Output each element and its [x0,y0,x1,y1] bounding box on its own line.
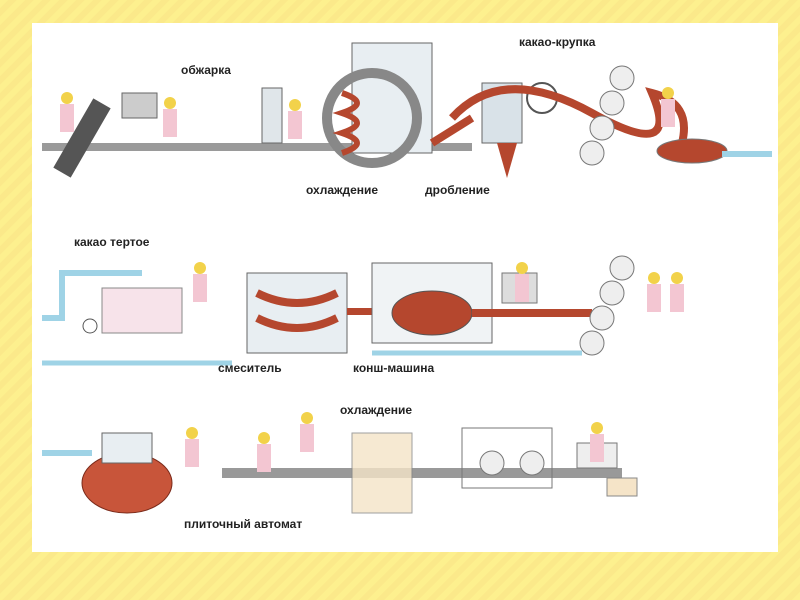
mould-conveyor [222,468,622,478]
diagram-panel: обжарка охлаждение дробление какао-крупк… [32,23,778,552]
liquor-tank-2 [101,287,183,334]
mixer [246,272,348,354]
cooler-drum [351,42,433,154]
cooling-tunnel [351,432,413,514]
label-mixer: смеситель [218,361,282,375]
label-cooling: охлаждение [306,183,379,197]
chocolate-production-illustration [42,42,772,514]
label-cooling-2: охлаждение [340,403,413,417]
liquor-tank [656,138,728,164]
label-roasting: обжарка [181,63,231,77]
label-conche: конш-машина [353,361,435,375]
label-cocoa-liquor: какао тертое [74,235,150,249]
rollers2 [579,255,635,356]
rollers1 [579,65,635,166]
row-conche-line [42,255,635,366]
workers [60,87,684,472]
label-crushing: дробление [425,183,490,197]
row-roasting-line [42,42,772,178]
label-bar-machine: плиточный автомат [184,517,303,531]
conveyor-incline [53,98,111,178]
row-bar-line [42,427,638,514]
roaster [121,92,158,119]
label-cocoa-nibs: какао-крупка [519,35,596,49]
